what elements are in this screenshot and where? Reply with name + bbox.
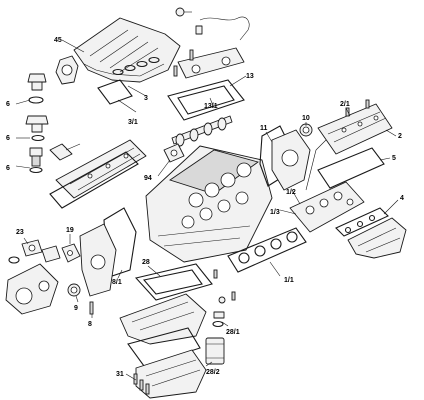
pcv-valve (29, 147, 43, 174)
windage-tray (135, 349, 207, 399)
exhaust-manifold-gasket (335, 207, 389, 237)
timing-chain-cover (79, 223, 117, 297)
oil-filter-adapter (212, 311, 225, 328)
callout-8-1: 8/1 (112, 279, 122, 286)
callout-5: 5 (392, 155, 396, 162)
cam-retainer-plate (163, 143, 185, 163)
callout-6-c: 6 (6, 165, 10, 172)
oil-pan-gasket (134, 263, 213, 301)
engine-block (145, 145, 273, 263)
callout-31: 31 (116, 371, 124, 378)
right-valve-cover (317, 103, 393, 155)
callout-3-1: 3/1 (128, 119, 138, 126)
callout-1-1: 1/1 (284, 277, 294, 284)
right-cylinder-head (289, 181, 365, 233)
right-valve-cover-gasket (317, 147, 385, 189)
thermostat (21, 239, 43, 257)
callout-6-b: 6 (6, 135, 10, 142)
crankshaft-seal (67, 283, 81, 297)
callout-10: 10 (302, 115, 310, 122)
dipstick-tube (305, 139, 327, 191)
leader-lines (15, 39, 399, 381)
sensor-plug (175, 7, 192, 17)
oil-filler-cap (27, 73, 47, 104)
wiring-harness (195, 16, 250, 41)
callout-9: 9 (74, 305, 78, 312)
front-cover (271, 129, 311, 191)
left-valve-cover-gasket (49, 151, 139, 209)
callout-19: 19 (66, 227, 74, 234)
water-pump-gasket (8, 256, 20, 264)
exhaust-manifold (347, 217, 407, 259)
water-outlet-fitting (41, 245, 61, 263)
oil-pan (119, 293, 207, 345)
throttle-gasket-plate (97, 79, 133, 105)
intake-manifold (73, 17, 181, 83)
valley-cover-gasket (167, 79, 245, 121)
camshaft (171, 115, 233, 147)
callout-8: 8 (88, 321, 92, 328)
valley-cover (177, 47, 245, 79)
head-gasket (227, 227, 307, 273)
callout-3: 3 (144, 95, 148, 102)
water-pump (5, 263, 59, 315)
oil-pump-bolt (89, 301, 94, 315)
rear-seal-housing (61, 243, 81, 263)
callout-28-2: 28/2 (206, 369, 220, 376)
callout-4: 4 (400, 195, 404, 202)
callout-1-2: 1/2 (286, 189, 296, 196)
coil-pack-bolts (345, 99, 370, 117)
callout-45: 45 (54, 37, 62, 44)
callout-94: 94 (144, 175, 152, 182)
intake-runner-gaskets (112, 56, 160, 76)
oil-pan-bolts (213, 269, 236, 301)
callout-labels: 45 3 3/1 13 13/1 6 6 6 2/1 2 5 10 11 94 … (6, 37, 404, 378)
drain-plug (218, 296, 226, 304)
injector-rail (49, 143, 81, 161)
callout-13: 13 (246, 73, 254, 80)
callout-11: 11 (260, 125, 268, 132)
windage-tray-gasket (127, 327, 201, 367)
callout-23: 23 (16, 229, 24, 236)
throttle-body (55, 55, 79, 85)
callout-1-3: 1/3 (270, 209, 280, 216)
pan-bolts (133, 373, 150, 395)
front-crank-seal (299, 123, 313, 137)
oil-pressure-sender (25, 115, 49, 142)
callout-6-a: 6 (6, 101, 10, 108)
oil-filter (205, 337, 225, 365)
callout-2: 2 (398, 133, 402, 140)
callout-28-1: 28/1 (226, 329, 240, 336)
callout-13-1: 13/1 (204, 103, 218, 110)
left-valve-cover (55, 139, 147, 199)
callout-28: 28 (142, 259, 150, 266)
plug-bolts (173, 49, 194, 77)
callout-2-1: 2/1 (340, 101, 350, 108)
